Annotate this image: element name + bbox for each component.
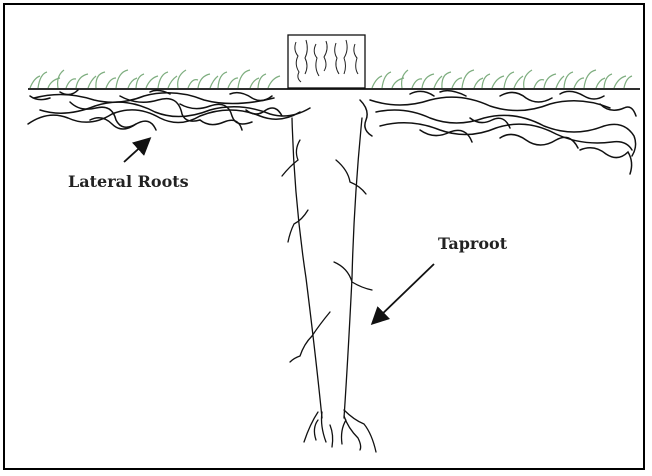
grass-left <box>30 70 280 88</box>
grass-right <box>372 70 632 88</box>
lateral-roots-label: Lateral Roots <box>68 172 189 191</box>
taproot-label: Taproot <box>438 234 507 253</box>
lateral-roots-arrow <box>124 142 146 162</box>
lateral-roots-right <box>360 91 636 174</box>
taproot-arrow <box>376 264 434 320</box>
taproot <box>282 118 376 452</box>
lateral-roots-left <box>28 90 310 130</box>
cut-stem <box>288 35 365 88</box>
